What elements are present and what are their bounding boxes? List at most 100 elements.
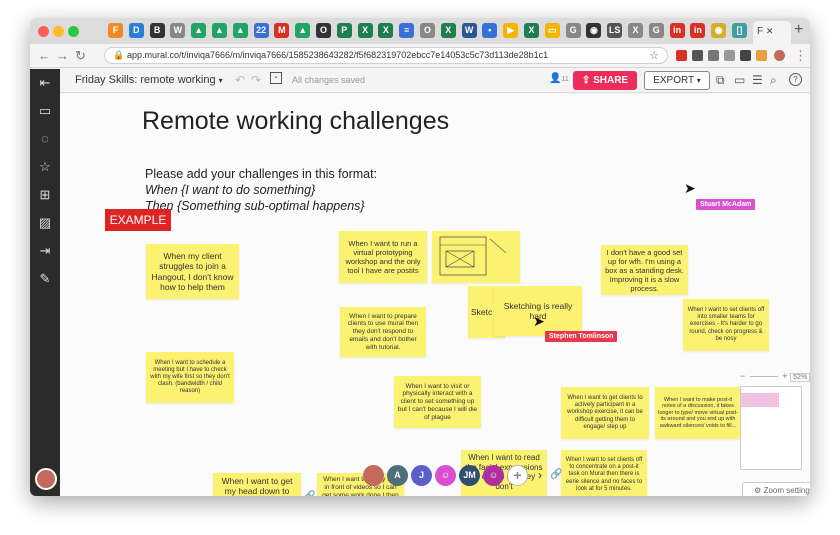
browser-tab[interactable]: ▪ — [482, 23, 498, 38]
browser-tab[interactable]: W — [461, 23, 477, 38]
invite-collaborator-button[interactable]: + — [507, 465, 528, 486]
zoom-slider[interactable]: − + 52% — [740, 371, 810, 385]
browser-tab[interactable]: ▭ — [544, 23, 560, 38]
outline-list-icon[interactable]: ☰ — [752, 73, 763, 87]
sticky-note[interactable]: When I want to run a virtual prototyping… — [339, 231, 427, 283]
back-icon[interactable]: ← — [38, 48, 51, 63]
collaborator-avatar[interactable]: ☺ — [435, 465, 456, 486]
close-window-button[interactable] — [38, 26, 49, 37]
user-avatar[interactable] — [35, 468, 57, 490]
star-icon[interactable]: ☆ — [39, 159, 51, 174]
frameworks-icon[interactable]: ⊞ — [39, 187, 51, 202]
browser-tab[interactable]: in — [690, 23, 706, 38]
export-button[interactable]: EXPORT ▾ — [644, 71, 710, 90]
browser-tab[interactable]: F — [108, 23, 123, 38]
browser-tab[interactable]: X — [378, 23, 394, 38]
sticky-note[interactable]: I don't have a good set up for wfh. I'm … — [601, 245, 688, 295]
help-icon[interactable]: ? — [789, 73, 802, 86]
sketch-note[interactable] — [432, 231, 520, 283]
search-icon[interactable]: ⌕ — [770, 73, 777, 87]
board-title[interactable]: Friday Skills: remote working ▾ — [75, 74, 223, 86]
draw-pencil-icon[interactable]: ✎ — [39, 271, 51, 286]
browser-tab[interactable]: in — [669, 23, 685, 38]
collaborator-avatar[interactable]: ☺ — [483, 465, 504, 486]
menu-dots-icon[interactable]: ⋮ — [794, 48, 807, 63]
close-tab-icon[interactable]: ✕ — [765, 26, 774, 36]
zoom-out-icon[interactable]: − — [740, 371, 746, 381]
browser-tab[interactable]: W — [170, 23, 186, 38]
browser-tab[interactable]: P — [336, 23, 352, 38]
minimize-window-button[interactable] — [53, 26, 64, 37]
sticky-note[interactable]: When I want to set clients off into smal… — [683, 299, 769, 351]
image-icon[interactable]: ▨ — [38, 215, 52, 230]
sticky-note[interactable]: Sketching is really hard — [494, 286, 582, 336]
browser-tab[interactable]: ▲ — [191, 23, 207, 38]
browser-tab[interactable]: ▲ — [295, 23, 311, 38]
url-field[interactable]: 🔒 app.mural.co/t/inviqa7666/m/inviqa7666… — [104, 47, 668, 64]
outline-icon[interactable]: ▪ — [270, 72, 282, 84]
reload-icon[interactable]: ↻ — [75, 48, 86, 63]
members-indicator[interactable]: 👤11 — [549, 73, 569, 84]
link-icon[interactable]: 🔗 — [303, 491, 315, 496]
present-icon[interactable]: ⧉ — [716, 73, 725, 87]
redo-icon[interactable]: ↷ — [251, 73, 262, 87]
minimap-viewport[interactable] — [741, 393, 779, 407]
browser-tab[interactable]: ◉ — [711, 23, 727, 38]
sticky-note-icon[interactable]: ▭ — [38, 103, 52, 118]
chevron-right-icon[interactable]: › — [538, 468, 542, 482]
undo-icon[interactable]: ↶ — [235, 73, 246, 87]
comments-icon[interactable]: ▭ — [734, 73, 746, 87]
collaborator-avatar[interactable]: JM — [459, 465, 480, 486]
maximize-window-button[interactable] — [68, 26, 79, 37]
exit-icon[interactable]: ⇤ — [39, 75, 51, 90]
browser-tab[interactable]: ▲ — [212, 23, 227, 38]
browser-tab[interactable]: G — [648, 23, 664, 38]
zoom-settings-button[interactable]: ⚙ Zoom settings — [742, 482, 810, 496]
browser-tab[interactable]: [] — [732, 23, 747, 38]
browser-tab[interactable]: ◉ — [586, 23, 602, 38]
sticky-note[interactable]: When I want to schedule a meeting but I … — [146, 352, 234, 403]
sticky-note[interactable]: When my client struggles to join a Hango… — [146, 244, 239, 299]
bookmark-star-icon[interactable]: ☆ — [649, 50, 659, 62]
sticky-note[interactable]: When I want to make post-it notes of a d… — [655, 387, 741, 439]
sticky-note[interactable]: When I want to set clients off to concen… — [561, 450, 647, 496]
minimap[interactable] — [740, 386, 802, 470]
browser-tab[interactable]: LS — [607, 23, 623, 38]
extension-icon[interactable] — [708, 50, 719, 61]
share-button[interactable]: ⇪ SHARE — [573, 71, 637, 90]
browser-tab[interactable]: D — [128, 23, 144, 38]
sticky-note[interactable]: When I want to visit or physically inter… — [394, 376, 481, 428]
browser-tab[interactable]: B — [149, 23, 165, 38]
collaborator-avatar[interactable]: A — [387, 465, 408, 486]
zoom-track[interactable] — [749, 376, 778, 378]
browser-tab[interactable]: X — [628, 23, 643, 38]
zoom-level[interactable]: 52% — [790, 373, 810, 382]
browser-tab[interactable]: X — [357, 23, 373, 38]
zoom-in-icon[interactable]: + — [782, 371, 788, 381]
profile-avatar-icon[interactable] — [774, 50, 785, 61]
browser-tab[interactable]: G — [565, 23, 581, 38]
collaborator-avatar[interactable] — [363, 465, 384, 486]
sticky-note[interactable]: When I want to get my head down to solve… — [213, 473, 301, 496]
browser-tab[interactable]: X — [524, 23, 539, 38]
browser-tab[interactable]: M — [274, 23, 290, 38]
link-icon[interactable]: 🔗 — [550, 469, 563, 480]
browser-tab[interactable]: 22 — [253, 23, 269, 38]
sticky-note[interactable]: When I want to get clients to actively p… — [561, 387, 649, 439]
extension-icon[interactable] — [676, 50, 687, 61]
browser-tab[interactable]: ≡ — [399, 23, 415, 38]
forward-icon[interactable]: → — [56, 48, 69, 63]
example-label[interactable]: EXAMPLE — [105, 209, 171, 231]
collaborator-avatar[interactable]: J — [411, 465, 432, 486]
chevron-down-icon[interactable]: ▾ — [218, 76, 223, 85]
extension-icon[interactable] — [756, 50, 767, 61]
file-upload-icon[interactable]: ⇥ — [39, 243, 51, 258]
browser-tab[interactable]: O — [420, 23, 435, 38]
browser-tab[interactable]: O — [316, 23, 331, 38]
extension-icon[interactable] — [740, 50, 751, 61]
sticky-note[interactable]: When I want to prepare clients to use mu… — [340, 307, 426, 357]
extension-icon[interactable] — [724, 50, 735, 61]
browser-tab[interactable]: ▲ — [232, 23, 248, 38]
browser-tab[interactable]: X — [440, 23, 456, 38]
browser-tab[interactable]: ▶ — [503, 23, 519, 38]
